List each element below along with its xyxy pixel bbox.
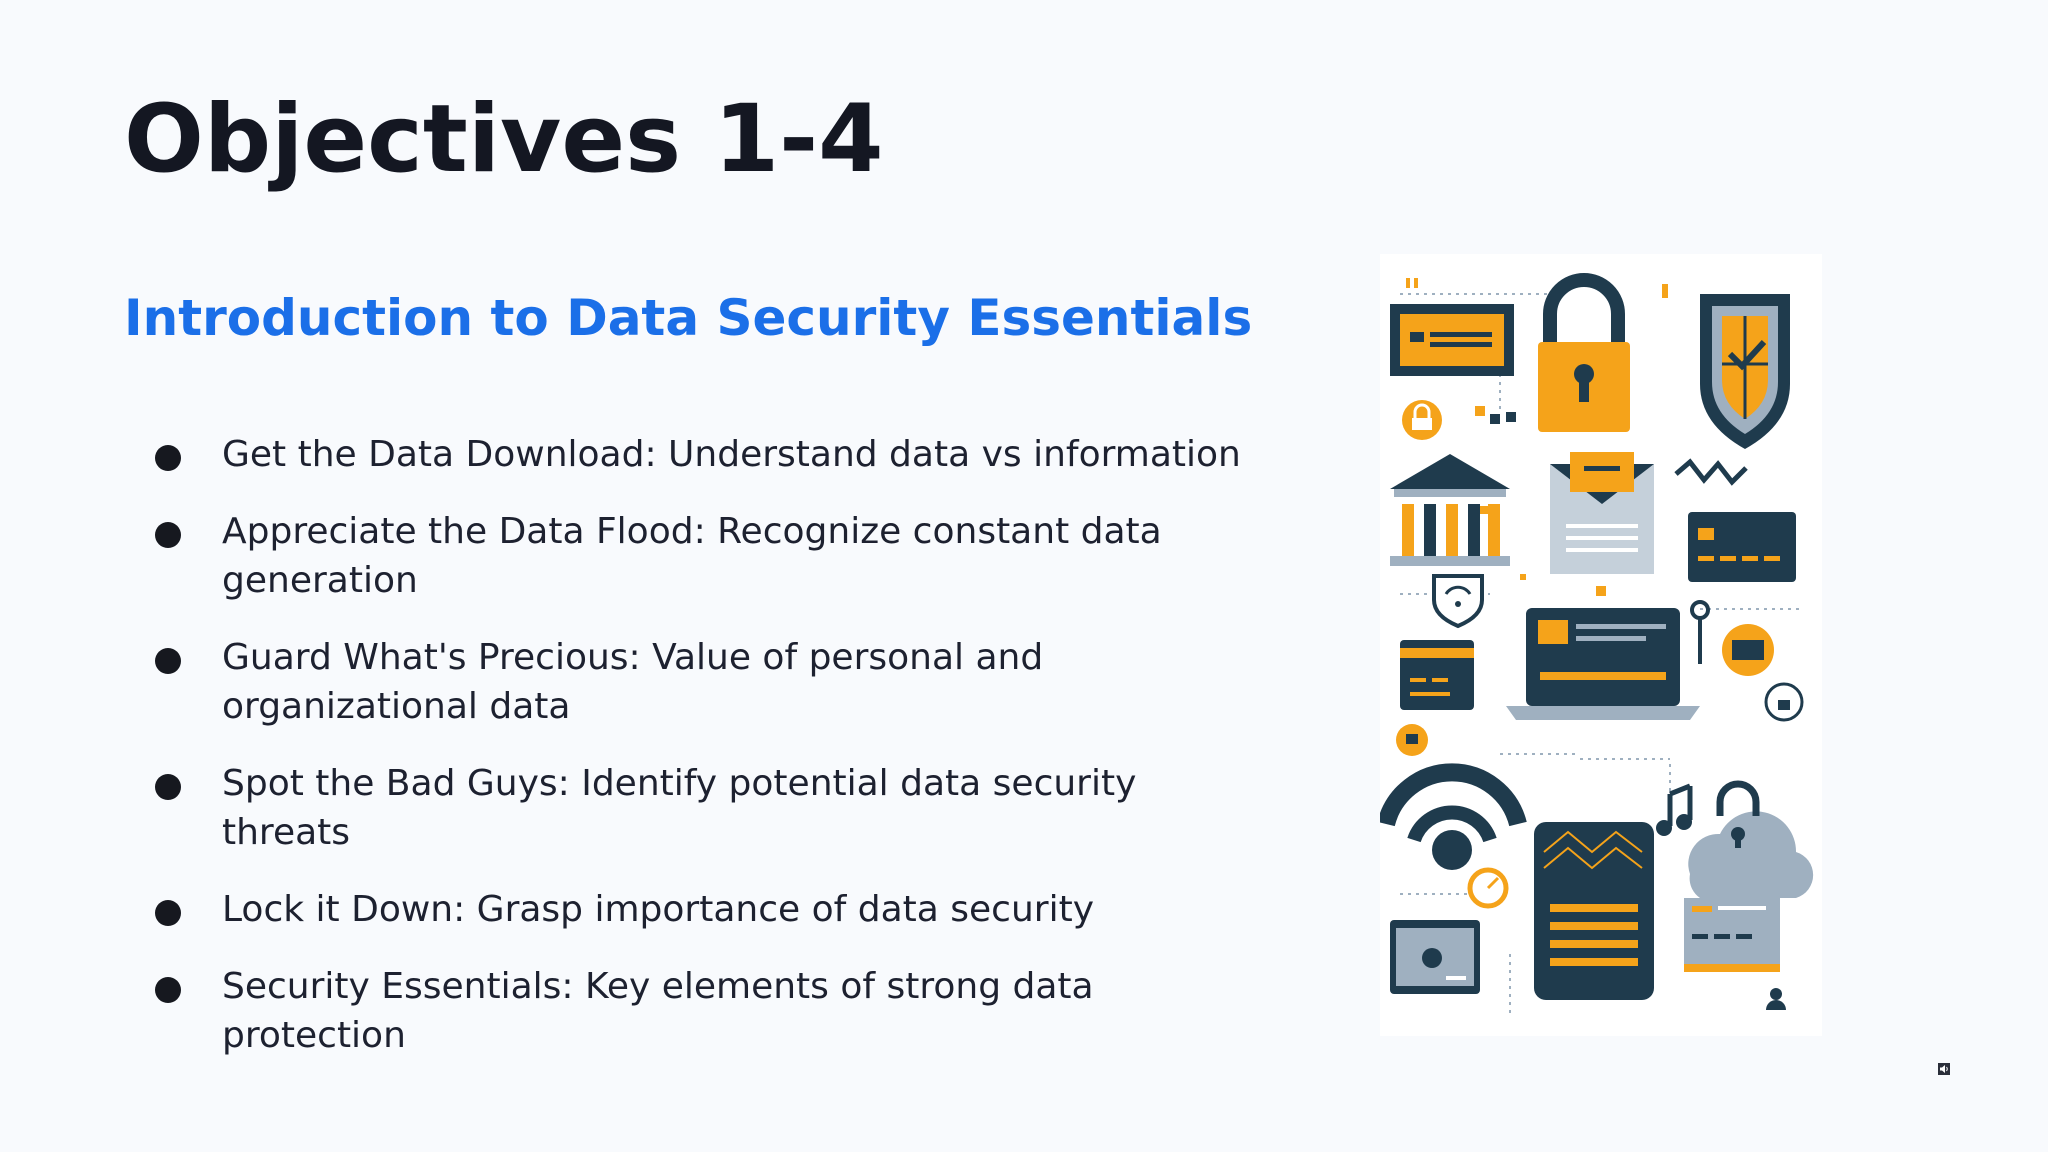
list-item: Spot the Bad Guys: Identify potential da… <box>150 759 1250 857</box>
bullet-dot-icon <box>155 977 181 1003</box>
cloud-lock-icon <box>1688 780 1814 898</box>
padlock-icon <box>1538 273 1630 432</box>
wifi-icon <box>1380 763 1527 870</box>
list-item: Security Essentials: Key elements of str… <box>150 962 1250 1060</box>
music-note-icon <box>1656 783 1693 836</box>
list-item-text: Spot the Bad Guys: Identify potential da… <box>222 763 1137 853</box>
list-item: Get the Data Download: Understand data v… <box>150 430 1250 479</box>
list-item-text: Lock it Down: Grasp importance of data s… <box>222 889 1095 930</box>
envelope-icon <box>1550 452 1654 574</box>
data-security-illustration <box>1380 254 1822 1036</box>
shield-icon <box>1700 294 1790 449</box>
dashboard-panel-icon <box>1684 898 1780 972</box>
slide-subtitle: Introduction to Data Security Essentials <box>124 289 1253 347</box>
list-item: Appreciate the Data Flood: Recognize con… <box>150 507 1250 605</box>
bullet-dot-icon <box>155 774 181 800</box>
wifi-shield-icon <box>1432 574 1484 629</box>
credit-card-icon <box>1688 512 1796 582</box>
objectives-list: Get the Data Download: Understand data v… <box>150 430 1250 1088</box>
list-item: Guard What's Precious: Value of personal… <box>150 633 1250 731</box>
bullet-dot-icon <box>155 648 181 674</box>
bank-icon <box>1390 454 1510 566</box>
list-item-text: Guard What's Precious: Value of personal… <box>222 637 1044 727</box>
slide-title: Objectives 1-4 <box>124 85 884 194</box>
smartphone-icon <box>1534 822 1654 1000</box>
list-item-text: Get the Data Download: Understand data v… <box>222 434 1241 475</box>
bullet-dot-icon <box>155 445 181 471</box>
id-card-icon <box>1390 304 1514 376</box>
card-icon <box>1400 640 1474 710</box>
list-item-text: Appreciate the Data Flood: Recognize con… <box>222 511 1162 601</box>
laptop-icon <box>1506 608 1700 720</box>
list-item-text: Security Essentials: Key elements of str… <box>222 966 1094 1056</box>
audio-speaker-icon[interactable] <box>1938 1063 1950 1075</box>
list-item: Lock it Down: Grasp importance of data s… <box>150 885 1250 934</box>
wallet-card-icon <box>1390 920 1480 994</box>
user-icon <box>1770 988 1782 1000</box>
bullet-dot-icon <box>155 900 181 926</box>
bullet-dot-icon <box>155 522 181 548</box>
